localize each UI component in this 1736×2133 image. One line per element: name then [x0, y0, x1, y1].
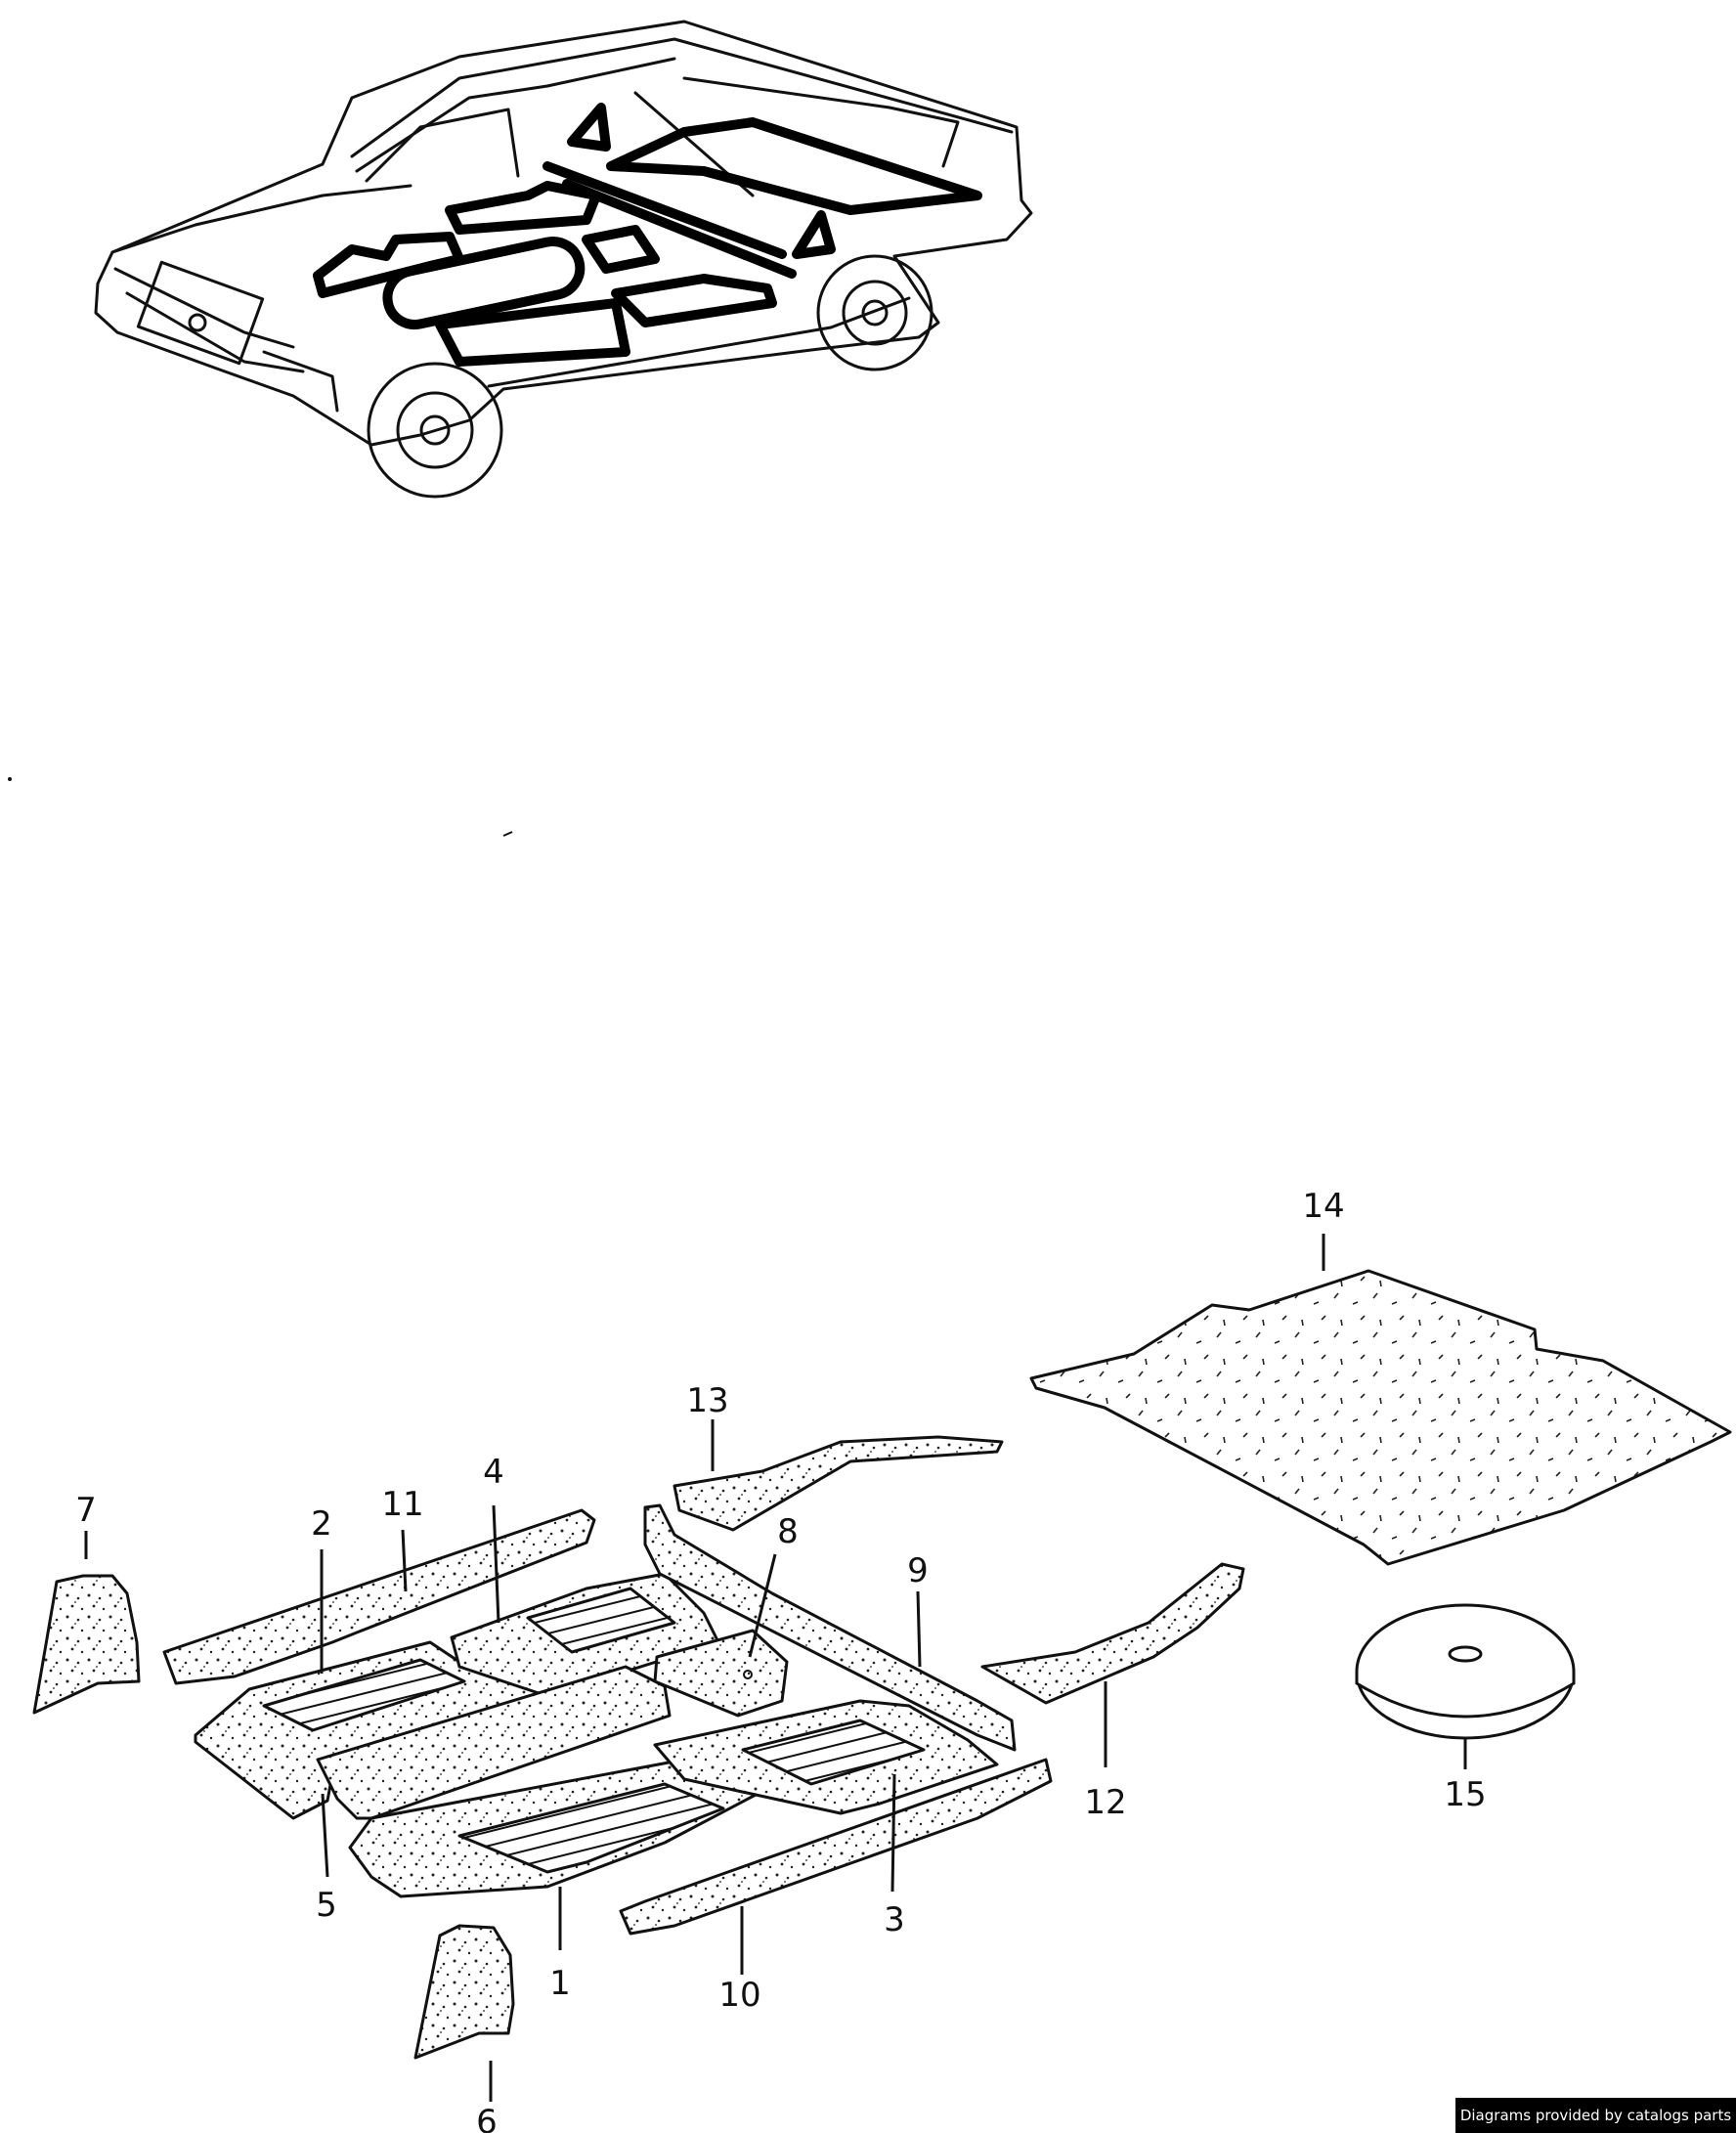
- part-11-sill-strip: [162, 1508, 596, 1685]
- callout-2: 2: [311, 1504, 332, 1544]
- part-7-side-panel: [32, 1574, 141, 1715]
- part-1-rib-panel: [457, 1782, 725, 1874]
- callout-labels: 1 2 3 4 5 6 7 8 9 10 11 12 13 14 15: [75, 1187, 1486, 2133]
- part-13-upper-strip: [673, 1435, 1004, 1532]
- credit-footer: Diagrams provided by catalogs parts: [1455, 2098, 1736, 2133]
- credit-text: Diagrams provided by catalogs parts: [1459, 2107, 1732, 2124]
- leader-lines: [84, 1234, 1467, 2102]
- callout-13: 13: [686, 1381, 728, 1420]
- part-15-disc: [1355, 1603, 1576, 1740]
- part-4-rib-panel: [526, 1587, 676, 1654]
- part-9-rear-sill: [643, 1503, 1017, 1752]
- callout-3: 3: [884, 1900, 905, 1939]
- part-8-block: [653, 1629, 789, 1718]
- part-5-tunnel: [316, 1665, 672, 1820]
- callout-9: 9: [907, 1551, 929, 1590]
- callout-8: 8: [777, 1512, 799, 1551]
- part-10-sill: [619, 1758, 1053, 1936]
- callout-10: 10: [718, 1976, 760, 2015]
- callout-15: 15: [1444, 1775, 1486, 1814]
- callout-1: 1: [549, 1964, 571, 2003]
- callout-6: 6: [476, 2103, 498, 2133]
- callout-7: 7: [75, 1491, 97, 1530]
- part-3-rib-panel: [741, 1719, 926, 1786]
- stray-marks: [8, 777, 513, 837]
- callout-11: 11: [381, 1485, 423, 1524]
- callout-4: 4: [483, 1453, 504, 1492]
- car-overview-illustration: [94, 20, 1033, 499]
- part-12-rear-strip: [980, 1562, 1245, 1705]
- callout-12: 12: [1084, 1783, 1126, 1822]
- callout-5: 5: [316, 1886, 337, 1925]
- callout-14: 14: [1302, 1187, 1344, 1226]
- part-6-side-panel: [413, 1924, 515, 2060]
- part-2-rib-panel: [262, 1658, 466, 1732]
- part-14-trunk-mat: [1029, 1269, 1732, 1566]
